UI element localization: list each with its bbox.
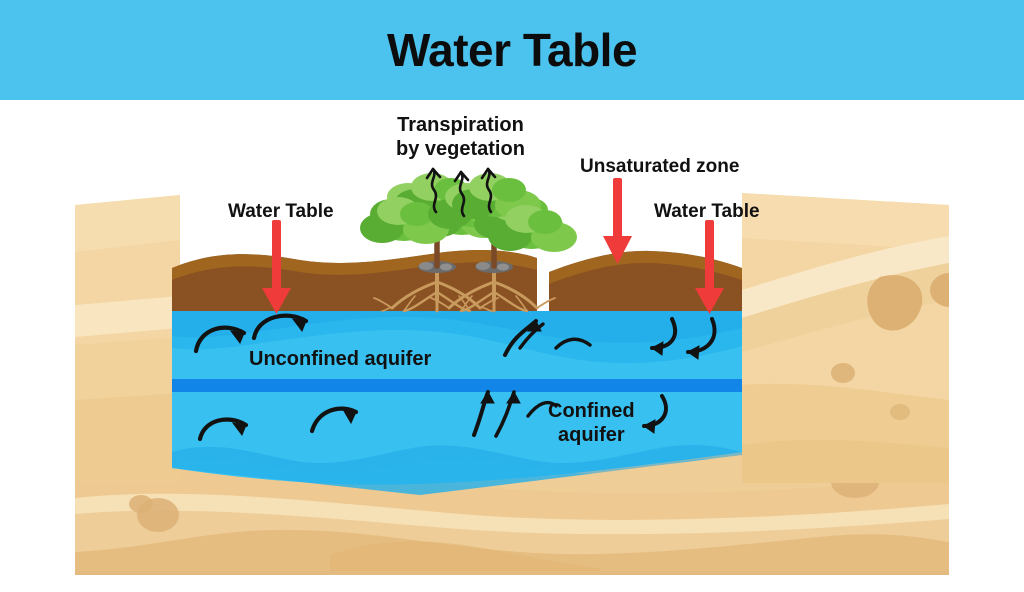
left-cliff-block: [75, 195, 180, 483]
transpiration-squiggle-3: [480, 167, 497, 214]
tree-right: [428, 173, 577, 313]
label-water-table-left: Water Table: [228, 201, 334, 222]
flow-arrow-c6: [642, 394, 668, 434]
flow-arrow-c2: [309, 406, 359, 434]
tree-left-roots: [373, 268, 499, 313]
label-unsaturated-zone: Unsaturated zone: [580, 156, 740, 177]
flow-arrows-confined: [197, 390, 668, 442]
flow-arrow-u4: [518, 322, 545, 350]
tree-right-roots: [430, 268, 556, 313]
water-table-arrow-right: [695, 220, 724, 314]
transpiration-squiggle-1: [425, 167, 442, 214]
flow-arrow-u5: [554, 337, 592, 350]
soil-block-right: [549, 250, 742, 311]
label-water-table-right: Water Table: [654, 201, 760, 222]
soil-block-left: [172, 249, 537, 311]
page-header-banner: Water Table: [0, 0, 1024, 100]
right-cliff-block: [742, 193, 949, 483]
label-unconfined-aquifer: Unconfined aquifer: [249, 348, 432, 370]
page-title: Water Table: [386, 24, 638, 76]
diagram-stage: Water Table Transpiration by vegetation …: [0, 100, 1024, 592]
label-confined-aquifer: Confined aquifer: [548, 400, 635, 446]
label-transpiration: Transpiration by vegetation: [396, 114, 525, 160]
transpiration-squiggle-2: [453, 170, 470, 218]
flow-arrow-c1: [197, 417, 249, 442]
red-pointer-arrows: [262, 178, 724, 314]
flow-arrow-u7: [686, 317, 717, 360]
flow-arrow-u1: [193, 325, 247, 354]
tree-left: [360, 173, 507, 313]
water-table-illustration: [75, 167, 949, 575]
unsaturated-zone-arrow: [603, 178, 632, 264]
flow-arrow-c3: [472, 390, 495, 437]
flow-arrow-c4: [494, 390, 521, 438]
flow-arrow-u6: [650, 317, 678, 356]
flow-arrow-u2: [251, 313, 309, 341]
unconfined-aquifer-layer: [172, 311, 742, 379]
transpiration-squiggle-arrows: [425, 167, 497, 218]
flow-arrows-unconfined: [193, 313, 717, 360]
water-table-arrow-left: [262, 220, 291, 314]
flow-arrow-c5: [526, 400, 558, 418]
